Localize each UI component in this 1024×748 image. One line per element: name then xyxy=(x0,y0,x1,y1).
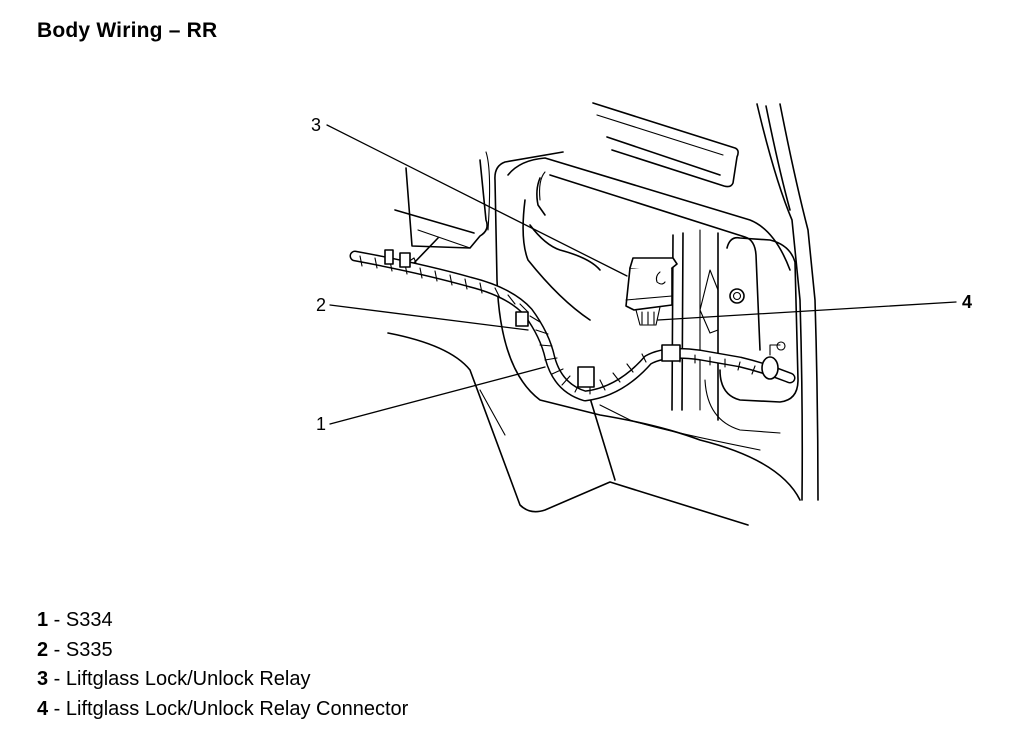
legend-text: Liftglass Lock/Unlock Relay xyxy=(65,668,311,690)
legend-separator: - xyxy=(48,609,66,631)
legend-item: 1 - S334 xyxy=(37,606,408,636)
legend-number: 3 xyxy=(37,668,49,690)
legend-item: 2 - S335 xyxy=(37,636,408,666)
callout-4: 4 xyxy=(962,292,973,312)
leader-4 xyxy=(657,301,957,321)
wiring-harness xyxy=(349,249,796,402)
leader-2 xyxy=(329,304,529,331)
legend-number: 1 xyxy=(37,609,49,631)
callout-2: 2 xyxy=(316,295,327,315)
leader-3 xyxy=(326,124,628,277)
liftgate-frame xyxy=(394,102,819,501)
legend: 1 - S334 2 - S335 3 - Liftglass Lock/Unl… xyxy=(37,606,408,724)
legend-text: Liftglass Lock/Unlock Relay Connector xyxy=(65,697,409,720)
liftglass-relay xyxy=(625,257,678,326)
page-title: Body Wiring – RR xyxy=(37,19,218,42)
legend-separator: - xyxy=(48,697,66,720)
callout-1: 1 xyxy=(316,414,327,434)
legend-number: 2 xyxy=(37,638,49,661)
legend-item: 4 - Liftglass Lock/Unlock Relay Connecto… xyxy=(37,695,408,725)
callout-leaders xyxy=(326,124,957,425)
legend-text: S334 xyxy=(65,609,113,631)
callout-3: 3 xyxy=(311,115,322,135)
legend-item: 3 - Liftglass Lock/Unlock Relay xyxy=(37,665,408,695)
legend-text: S335 xyxy=(65,638,113,661)
legend-number: 4 xyxy=(37,697,49,720)
floor-panel xyxy=(387,332,761,526)
legend-separator: - xyxy=(48,668,66,690)
legend-separator: - xyxy=(48,638,66,661)
leader-1 xyxy=(329,366,546,425)
